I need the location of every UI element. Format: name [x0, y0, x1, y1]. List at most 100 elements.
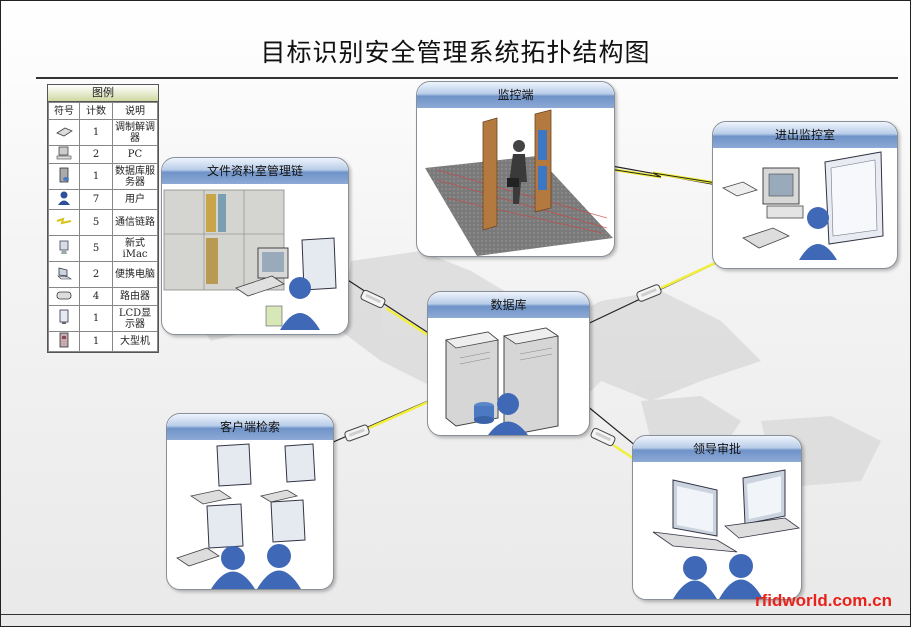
leader-approval-illustration	[652, 469, 801, 599]
legend-desc: 大型机	[112, 331, 158, 352]
imac-icon	[206, 503, 244, 549]
legend-row: 1 LCD显示器	[48, 305, 158, 332]
legend-desc: PC	[112, 145, 158, 164]
legend-row: 4 路由器	[48, 287, 158, 306]
laptop-icon	[57, 267, 72, 280]
database-illustration	[445, 327, 560, 435]
node-title: 文件资料室管理链	[162, 158, 348, 184]
user-icon	[683, 556, 707, 580]
node-client-search: 客户端检索	[166, 413, 334, 590]
user-icon	[807, 207, 829, 229]
keyboard	[235, 275, 285, 297]
legend-count: 7	[79, 189, 113, 210]
briefcase-icon	[507, 178, 519, 187]
lcd-monitor-icon	[59, 309, 69, 324]
router-icon	[56, 291, 72, 300]
router-icon	[360, 289, 386, 309]
legend-row: 2 便携电脑	[48, 261, 158, 288]
legend-panel: 图例 符号 计数 说明 1 调制解调器 2 PC	[47, 84, 159, 353]
node-title: 客户端检索	[167, 414, 333, 440]
gate-sensor	[538, 130, 547, 160]
legend-desc: 数据库服务器	[112, 163, 158, 190]
monitoring-room-illustration	[721, 151, 884, 260]
legend-header-desc: 说明	[112, 102, 158, 120]
node-title: 数据库	[428, 292, 589, 318]
node-title: 监控端	[417, 82, 614, 108]
pc-icon	[766, 205, 804, 219]
legend-count: 1	[79, 119, 113, 146]
legend-desc: 路由器	[112, 287, 158, 306]
legend-title: 图例	[48, 85, 158, 102]
keyboard	[742, 227, 790, 249]
user-icon	[497, 393, 519, 415]
legend-count: 5	[79, 209, 113, 236]
imac-icon	[270, 499, 306, 543]
keyboard	[189, 489, 233, 505]
user-icon	[289, 277, 311, 299]
user-icon	[267, 544, 291, 568]
pc-icon	[56, 146, 72, 160]
user-icon	[729, 554, 753, 578]
legend-count: 2	[79, 145, 113, 164]
legend-count: 1	[79, 163, 113, 190]
imac-icon	[301, 237, 337, 291]
gate-panel-right	[534, 109, 552, 213]
comm-link-icon	[56, 217, 72, 225]
legend-desc: 便携电脑	[112, 261, 158, 288]
bottom-divider	[1, 614, 910, 615]
page-title: 目标识别安全管理系统拓扑结构图	[260, 38, 651, 67]
legend-desc: 用户	[112, 189, 158, 210]
router-icon	[590, 427, 616, 447]
user-icon	[221, 546, 245, 570]
legend-header-symbol: 符号	[48, 102, 80, 120]
legend-header-count: 计数	[79, 102, 113, 120]
legend-row: 2 PC	[48, 145, 158, 164]
legend-count: 2	[79, 261, 113, 288]
document-icon	[265, 305, 283, 327]
keyboard	[259, 489, 299, 503]
legend-row: 1 调制解调器	[48, 119, 158, 146]
watermark: rfidworld.com.cn	[755, 591, 892, 610]
imac-icon	[216, 443, 252, 487]
node-title: 领导审批	[633, 436, 801, 462]
legend-count: 1	[79, 305, 113, 332]
legend-count: 5	[79, 235, 113, 262]
legend-row: 7 用户	[48, 189, 158, 210]
rfid-gate-illustration	[425, 109, 613, 256]
imac-icon	[284, 443, 316, 483]
legend-desc: 调制解调器	[112, 119, 158, 146]
legend-desc: 通信链路	[112, 209, 158, 236]
node-database: 数据库	[427, 291, 590, 436]
file-room-illustration	[163, 189, 337, 330]
legend-row: 1 大型机	[48, 331, 158, 352]
router-icons	[344, 284, 662, 447]
legend-desc: LCD显示器	[112, 305, 158, 332]
legend-table: 符号 计数 说明 1 调制解调器 2 PC 1	[48, 102, 158, 352]
node-monitor-terminal: 监控端	[416, 81, 615, 257]
node-title: 进出监控室	[713, 122, 897, 148]
keyboard	[176, 547, 220, 567]
legend-count: 4	[79, 287, 113, 306]
imac-icon	[59, 240, 69, 254]
walking-person	[513, 140, 525, 152]
user-icon	[58, 191, 70, 205]
modem-icon	[721, 181, 759, 197]
title-divider	[36, 77, 898, 79]
legend-row: 1 数据库服务器	[48, 163, 158, 190]
node-file-room: 文件资料室管理链	[161, 157, 349, 335]
client-search-illustration	[176, 443, 316, 589]
legend-row: 5 新式iMac	[48, 235, 158, 262]
legend-desc: 新式iMac	[112, 235, 158, 262]
router-icon	[344, 424, 370, 442]
node-entry-exit-room: 进出监控室	[712, 121, 898, 269]
legend-count: 1	[79, 331, 113, 352]
gate-panel-left	[482, 117, 498, 231]
database-server-icon	[59, 167, 69, 183]
node-leader-approval: 领导审批	[632, 435, 802, 600]
modem-icon	[56, 127, 73, 137]
legend-row: 5 通信链路	[48, 209, 158, 236]
router-icon	[636, 284, 662, 302]
mainframe-icon	[59, 332, 69, 348]
mainframe-icon	[503, 327, 559, 435]
